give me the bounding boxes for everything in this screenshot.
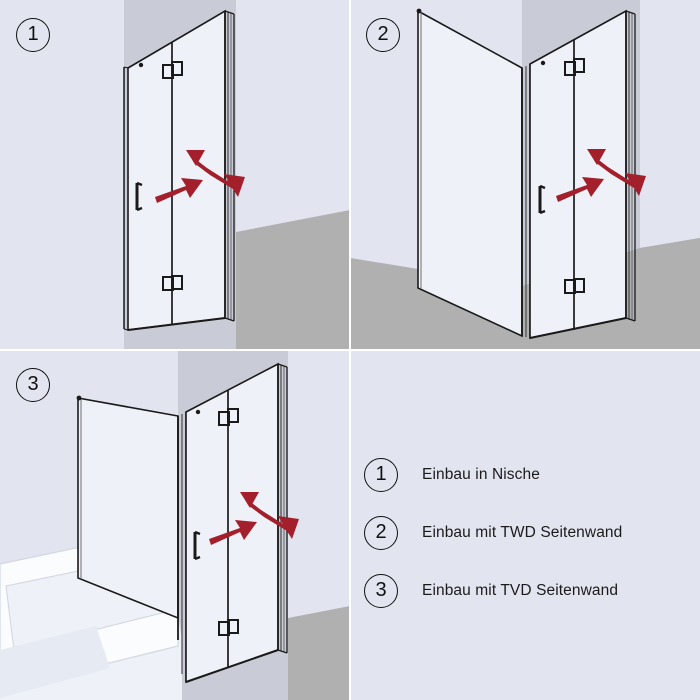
arrow-open-outward	[587, 149, 646, 196]
legend-badge-2: 2	[364, 516, 398, 550]
panel-2-illustration	[350, 0, 700, 350]
panel-tvd: 3	[0, 350, 350, 700]
fixing-point-icon	[138, 62, 144, 68]
arrow-open-inward	[209, 520, 257, 545]
panel-3-illustration	[0, 350, 350, 700]
door-handle-icon	[135, 181, 143, 212]
arrow-open-outward	[240, 492, 299, 539]
floor-right	[236, 210, 350, 350]
panel-niche: 1	[0, 0, 350, 350]
bathtub-shadow	[0, 626, 110, 698]
legend-item-1: 1 Einbau in Nische	[364, 455, 540, 495]
panel-2-badge: 2	[366, 18, 400, 52]
door-handle-icon	[538, 184, 546, 215]
legend-label-3: Einbau mit TVD Seitenwand	[422, 582, 619, 599]
bottom-rail	[127, 317, 226, 331]
divider-horizontal	[0, 349, 700, 351]
wall-profile-right	[277, 363, 288, 654]
arrow-open-outward	[186, 150, 245, 197]
hinge-upper-icon	[564, 58, 585, 76]
floor-right	[288, 606, 350, 700]
hinge-upper-icon	[162, 61, 183, 79]
bottom-rail	[529, 317, 627, 339]
legend-badge-3: 3	[364, 574, 398, 608]
glass-door-panel	[529, 9, 627, 339]
legend-label-1: Einbau in Nische	[422, 466, 540, 483]
arrow-open-inward	[556, 177, 604, 202]
door-handle-icon	[193, 530, 201, 561]
legend-item-2: 2 Einbau mit TWD Seitenwand	[364, 513, 622, 553]
panel-twd: 2	[350, 0, 700, 350]
hinge-lower-icon	[564, 278, 585, 294]
door-glass-group	[529, 9, 627, 339]
fixing-point-icon	[195, 409, 201, 415]
wall-profile-right	[224, 10, 235, 322]
legend-item-3: 3 Einbau mit TVD Seitenwand	[364, 571, 618, 611]
hinge-lower-icon	[218, 619, 239, 636]
panel-1-illustration	[123, 0, 350, 350]
hinge-upper-icon	[218, 408, 239, 426]
legend-badge-1: 1	[364, 458, 398, 492]
side-wall-twd	[416, 8, 523, 338]
wall-profile-left	[123, 66, 129, 331]
legend: 1 Einbau in Nische 2 Einbau mit TWD Seit…	[350, 350, 700, 700]
fixing-point-icon	[540, 60, 546, 66]
bottom-rail	[185, 649, 279, 683]
panel-3-badge: 3	[16, 368, 50, 402]
arrow-open-inward	[155, 178, 203, 203]
hinge-lower-icon	[162, 275, 183, 291]
legend-panel: 1 Einbau in Nische 2 Einbau mit TWD Seit…	[350, 350, 700, 700]
panel-1-badge: 1	[16, 18, 50, 52]
wall-profile-right	[625, 10, 636, 322]
legend-label-2: Einbau mit TWD Seitenwand	[422, 524, 623, 541]
